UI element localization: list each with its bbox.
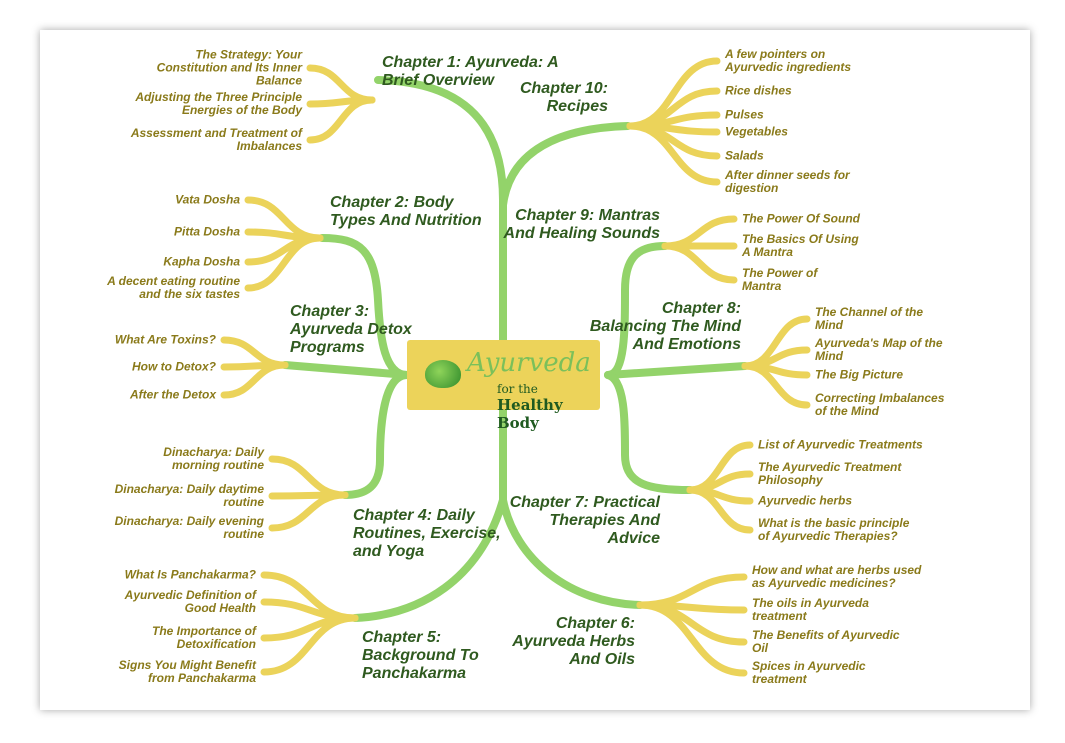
topic-label[interactable]: The Big Picture [815,367,904,382]
topic-label[interactable]: The Channel of the Mind [815,305,923,332]
topic-label[interactable]: The Power of Mantra [742,266,818,293]
topic-label[interactable]: Ayurvedic Definition of Good Health [124,588,256,615]
chapter-6-label[interactable]: Chapter 6: Ayurveda Herbs And Oils [512,615,635,668]
topic-label[interactable]: Vegetables [725,124,788,139]
topic-label[interactable]: A decent eating routine and the six tast… [107,274,240,301]
topic-label[interactable]: After the Detox [129,387,216,402]
topic-label[interactable]: The Power Of Sound [742,211,861,226]
topic-label[interactable]: Rice dishes [725,83,792,98]
topic-label[interactable]: Ayurvedic herbs [758,493,853,508]
chapter-branch [341,371,411,499]
topic-label[interactable]: The Strategy: Your Constitution and Its … [156,47,302,88]
topic-label[interactable]: What Is Panchakarma? [124,567,256,582]
topic-label[interactable]: Adjusting the Three Principle Energies o… [135,90,302,117]
chapter-4-label[interactable]: Chapter 4: Daily Routines, Exercise, and… [353,507,501,560]
topic-label[interactable]: Dinacharya: Daily evening routine [114,514,264,541]
topic-label[interactable]: After dinner seeds for digestion [725,168,850,195]
topic-branch [220,361,289,399]
topic-label[interactable]: Assessment and Treatment of Imbalances [130,126,302,153]
topic-label[interactable]: Pulses [725,107,764,122]
topic-label[interactable]: How and what are herbs used as Ayurvedic… [752,563,922,590]
topic-branch [636,573,748,609]
chapter-3-label[interactable]: Chapter 3: Ayurveda Detox Programs [290,303,412,356]
topic-branch [260,614,359,676]
topic-label[interactable]: The Ayurvedic Treatment Philosophy [758,460,902,487]
center-subtitle: for the Healthy Body [497,382,563,432]
topic-label[interactable]: What Are Toxins? [114,332,216,347]
center-title: Ayurveda [467,348,591,378]
chapter-branch [374,76,507,344]
chapter-branch [318,234,411,379]
topic-label[interactable]: A few pointers on Ayurvedic ingredients [725,47,852,74]
chapter-branch [604,371,694,494]
topic-branch [220,336,289,369]
topic-label[interactable]: The oils in Ayurveda treatment [752,596,869,623]
topic-branch [268,455,349,499]
chapter-5-label[interactable]: Chapter 5: Background To Panchakarma [362,629,479,682]
topic-branch [741,362,811,409]
chapter-branch [281,361,411,379]
topic-label[interactable]: Kapha Dosha [163,254,240,269]
topic-label[interactable]: Pitta Dosha [173,224,240,239]
topic-label[interactable]: Dinacharya: Daily morning routine [163,445,264,472]
mortar-pestle-leaf-icon [425,360,461,388]
chapter-2-label[interactable]: Chapter 2: Body Types And Nutrition [330,194,482,229]
topic-branch [306,96,376,144]
topic-label[interactable]: Correcting Imbalances of the Mind [815,391,945,418]
topic-branch [661,242,738,284]
chapter-branch [499,406,644,609]
topic-branch [686,486,754,534]
chapter-1-label[interactable]: Chapter 1: Ayurveda: A Brief Overview [382,54,559,89]
chapter-7-label[interactable]: Chapter 7: Practical Therapies And Advic… [509,494,660,547]
chapter-branch [604,362,749,379]
topic-label[interactable]: What is the basic principle of Ayurvedic… [758,516,910,543]
chapter-branch [499,122,632,209]
topic-label[interactable]: The Basics Of Using A Mantra [742,232,859,259]
topic-label[interactable]: Dinacharya: Daily daytime routine [114,482,264,509]
topic-branch [268,491,349,532]
topic-label[interactable]: Signs You Might Benefit from Panchakarma [118,658,256,685]
topic-label[interactable]: Vata Dosha [175,192,240,207]
topic-label[interactable]: Spices in Ayurvedic treatment [752,659,866,686]
topic-label[interactable]: The Importance of Detoxification [151,624,256,651]
central-topic[interactable]: Ayurveda for the Healthy Body [407,340,600,432]
topic-label[interactable]: Salads [725,148,764,163]
topic-branch [636,601,748,677]
chapter-9-label[interactable]: Chapter 9: Mantras And Healing Sounds [503,207,660,242]
topic-branch [661,215,738,250]
topic-label[interactable]: The Benefits of Ayurvedic Oil [752,628,900,655]
chapter-8-label[interactable]: Chapter 8: Balancing The Mind And Emotio… [589,300,741,353]
topic-label[interactable]: How to Detox? [132,359,216,374]
chapter-branch [604,242,669,379]
topic-branch [306,64,376,104]
topic-branch [626,122,721,186]
chapter-10-label[interactable]: Chapter 10: Recipes [519,80,608,115]
topic-branch [244,234,324,292]
topic-label[interactable]: Ayurveda's Map of the Mind [815,336,943,363]
chapter-branch [351,406,507,622]
topic-label[interactable]: List of Ayurvedic Treatments [758,437,923,452]
